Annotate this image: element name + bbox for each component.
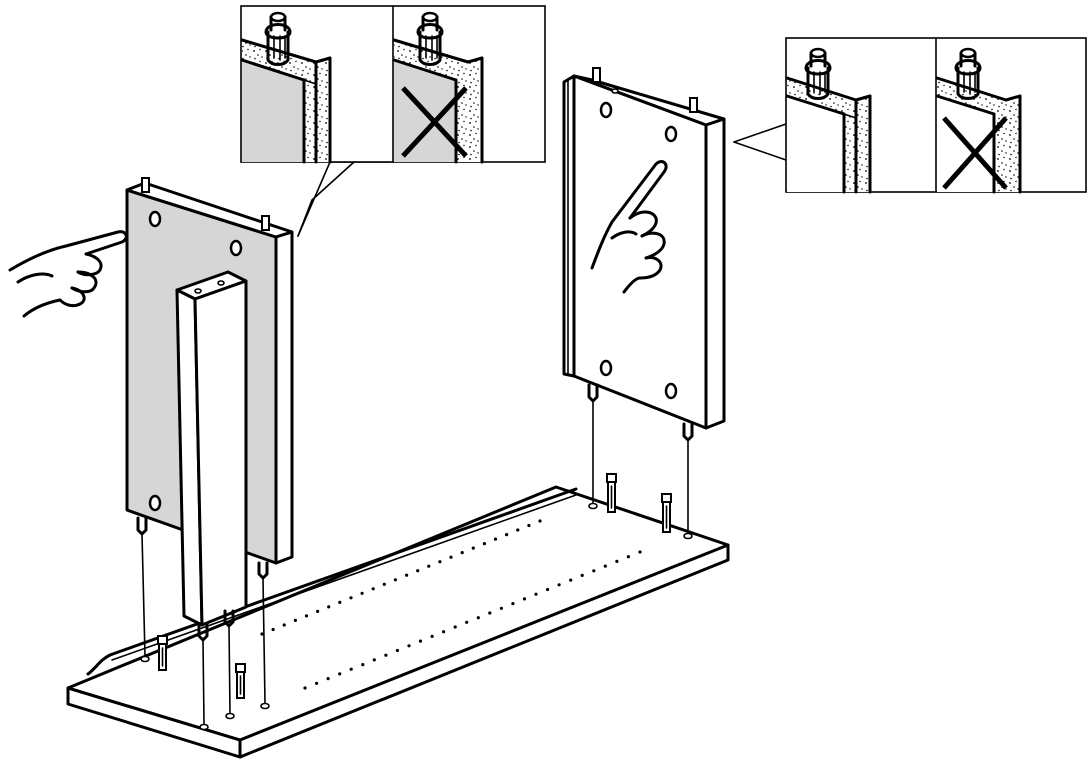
shelf-peg-hole: [449, 555, 453, 559]
shelf-peg-hole: [527, 523, 531, 528]
shelf-peg-hole: [361, 663, 365, 667]
callout-left: [240, 5, 546, 237]
shelf-peg-hole: [427, 564, 431, 568]
cross-mark-icon: [401, 86, 468, 158]
shelf-peg-hole: [516, 528, 520, 532]
shelf-peg-hole: [580, 573, 584, 578]
shelf-peg-hole: [499, 606, 503, 610]
shelf-peg-hole: [393, 578, 397, 582]
shelf-peg-hole: [405, 573, 409, 577]
base-board: [66, 485, 730, 759]
correct-edge-detail: [240, 11, 332, 164]
dowel-icon: [606, 473, 617, 513]
shelf-peg-hole: [338, 600, 342, 605]
shelf-peg-hole: [382, 582, 386, 586]
shelf-peg-hole: [438, 560, 442, 564]
shelf-peg-hole: [546, 587, 550, 592]
shelf-peg-hole: [482, 542, 486, 546]
shelf-peg-hole: [430, 634, 434, 639]
cross-mark-icon: [942, 116, 1008, 190]
incorrect-edge-detail: [935, 47, 1022, 194]
shelf-peg-hole: [326, 677, 330, 681]
shelf-peg-hole: [626, 555, 631, 559]
shelf-peg-hole: [460, 551, 464, 555]
shelf-peg-hole: [416, 569, 420, 573]
shelf-peg-hole: [418, 639, 423, 643]
left-panel-dowels: [136, 516, 270, 710]
right-side-panel: [562, 67, 726, 540]
callout-right: [733, 37, 1087, 194]
shelf-peg-hole: [407, 644, 411, 648]
shelf-peg-hole: [538, 519, 542, 523]
shelf-peg-hole: [465, 620, 469, 624]
shelf-peg-hole: [603, 564, 607, 568]
shelf-peg-hole: [327, 605, 331, 609]
shelf-peg-hole: [282, 623, 286, 627]
shelf-peg-hole: [442, 630, 446, 634]
dowel-icon: [235, 663, 246, 699]
shelf-peg-hole: [260, 632, 264, 636]
shelf-peg-hole: [615, 559, 619, 564]
shelf-peg-hole: [522, 597, 527, 601]
shelf-peg-hole: [271, 627, 275, 632]
shelf-peg-hole: [505, 533, 509, 537]
dowel-icon: [661, 493, 672, 533]
shelf-peg-hole: [315, 681, 319, 685]
shelf-peg-hole: [371, 587, 375, 591]
shelf-peg-hole: [493, 537, 498, 541]
shelf-peg-hole: [534, 592, 538, 596]
shelf-peg-hole: [338, 672, 342, 676]
dowel-icon: [157, 635, 168, 671]
shelf-peg-hole: [372, 658, 376, 662]
shelf-peg-hole: [384, 653, 388, 657]
shelf-peg-holes: [260, 519, 642, 690]
shelf-peg-hole: [471, 546, 475, 550]
shelf-peg-hole: [476, 616, 480, 620]
front-strip-panel: [175, 270, 248, 731]
correct-edge-detail: [785, 47, 872, 194]
shelf-peg-hole: [395, 648, 399, 653]
shelf-peg-hole: [557, 583, 561, 587]
shelf-peg-hole: [511, 602, 515, 606]
pointing-hand-icon: [8, 230, 128, 318]
shelf-peg-hole: [488, 611, 492, 615]
shelf-peg-hole: [453, 625, 457, 629]
pointing-hand-outline-icon: [590, 160, 668, 294]
shelf-peg-hole: [592, 569, 596, 573]
shelf-peg-hole: [569, 578, 573, 582]
shelf-peg-hole: [360, 591, 364, 595]
shelf-peg-hole: [316, 609, 320, 614]
shelf-peg-hole: [349, 667, 353, 671]
shelf-peg-hole: [293, 618, 297, 623]
shelf-peg-hole: [304, 614, 309, 618]
incorrect-edge-detail: [392, 11, 484, 164]
shelf-peg-hole: [638, 550, 642, 554]
shelf-peg-hole: [349, 596, 353, 600]
shelf-peg-hole: [303, 686, 307, 690]
